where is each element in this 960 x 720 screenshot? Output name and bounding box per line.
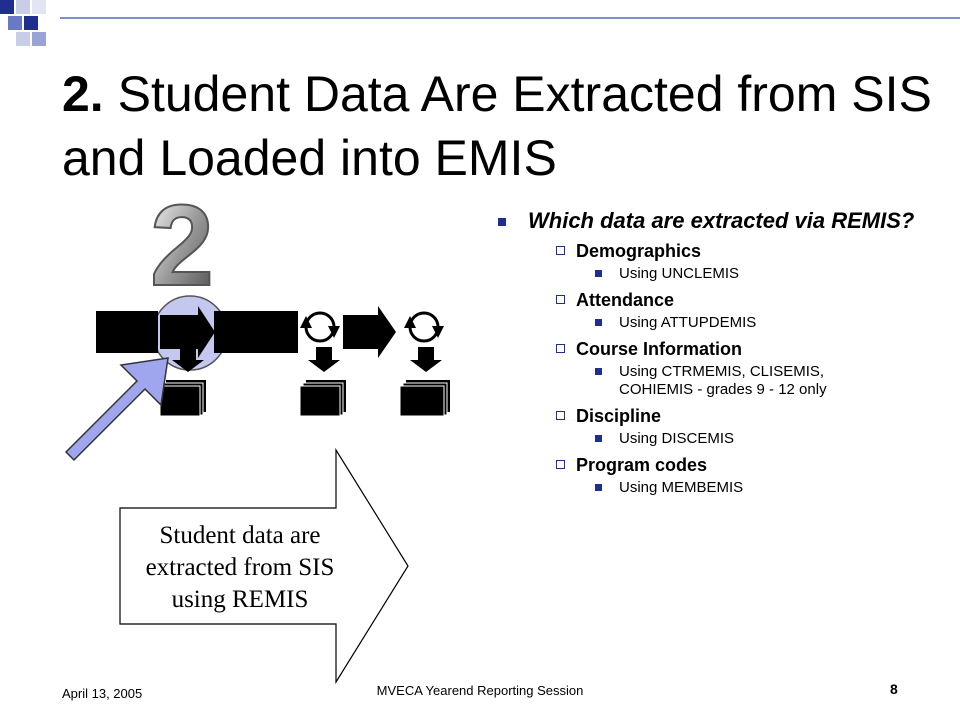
item-label: Course Information xyxy=(576,339,743,359)
subitem-text: Using ATTUPDEMIS xyxy=(619,314,757,331)
page-number: 8 xyxy=(890,681,898,697)
square-bullet-icon xyxy=(595,368,602,375)
list-item: Attendance xyxy=(498,289,918,311)
corner-squares-icon xyxy=(0,0,46,46)
footer-date: April 13, 2005 xyxy=(62,686,143,701)
square-bullet-icon xyxy=(498,218,506,226)
footer-session: MVECA Yearend Reporting Session xyxy=(376,683,584,698)
item-label: Program codes xyxy=(576,455,708,475)
list-subitem: Using CTRMEMIS, CLISEMIS, COHIEMIS - gra… xyxy=(498,363,869,399)
question-text: Which data are extracted via REMIS? xyxy=(528,208,915,233)
hollow-square-bullet-icon xyxy=(556,411,565,420)
hollow-square-bullet-icon xyxy=(556,344,565,353)
bullet-list: Which data are extracted via REMIS? Demo… xyxy=(498,210,918,497)
right-arrow-icon xyxy=(160,306,215,358)
down-arrow-icon xyxy=(308,347,340,372)
process-diagram: 2 xyxy=(64,181,450,685)
list-subitem: Using DISCEMIS xyxy=(498,430,918,448)
title-number: 2. xyxy=(62,66,104,122)
item-label: Demographics xyxy=(576,241,702,261)
header-rule xyxy=(60,17,960,19)
item-label: Attendance xyxy=(576,290,675,310)
subitem-text: Using CTRMEMIS, CLISEMIS, COHIEMIS - gra… xyxy=(619,363,827,398)
refresh-icon xyxy=(404,311,444,343)
list-item: Program codes xyxy=(498,454,918,476)
callout-text: Student data are extracted from SIS usin… xyxy=(145,522,335,613)
hollow-square-bullet-icon xyxy=(556,295,565,304)
list-item: Course Information xyxy=(498,338,918,360)
pipeline-block-2 xyxy=(214,311,298,353)
big-numeral-2: 2 xyxy=(150,182,214,310)
document-stack-icon xyxy=(399,380,450,417)
pointer-arrow-icon xyxy=(64,357,169,462)
question-bullet: Which data are extracted via REMIS? xyxy=(498,210,918,232)
hollow-square-bullet-icon xyxy=(556,246,565,255)
title-text: Student Data Are Extracted from SIS and … xyxy=(62,66,932,186)
hollow-square-bullet-icon xyxy=(556,460,565,469)
list-subitem: Using ATTUPDEMIS xyxy=(498,314,918,332)
square-bullet-icon xyxy=(595,319,602,326)
subitem-text: Using UNCLEMIS xyxy=(619,265,740,282)
subitem-text: Using MEMBEMIS xyxy=(619,479,744,496)
pipeline-block-1 xyxy=(96,311,158,353)
right-arrow-icon xyxy=(343,306,396,358)
item-label: Discipline xyxy=(576,406,662,426)
document-stack-icon xyxy=(159,380,206,417)
down-arrow-icon xyxy=(410,347,442,372)
square-bullet-icon xyxy=(595,484,602,491)
list-subitem: Using MEMBEMIS xyxy=(498,479,918,497)
subitem-text: Using DISCEMIS xyxy=(619,430,735,447)
square-bullet-icon xyxy=(595,270,602,277)
list-subitem: Using UNCLEMIS xyxy=(498,265,918,283)
callout-arrow-shape xyxy=(119,447,409,685)
list-item: Demographics xyxy=(498,240,918,262)
square-bullet-icon xyxy=(595,435,602,442)
slide-title: 2. Student Data Are Extracted from SIS a… xyxy=(62,62,942,190)
down-arrow-icon xyxy=(172,347,204,372)
refresh-icon xyxy=(300,311,340,343)
list-item: Discipline xyxy=(498,405,918,427)
document-stack-icon xyxy=(299,380,346,417)
corner-decoration xyxy=(0,0,80,65)
